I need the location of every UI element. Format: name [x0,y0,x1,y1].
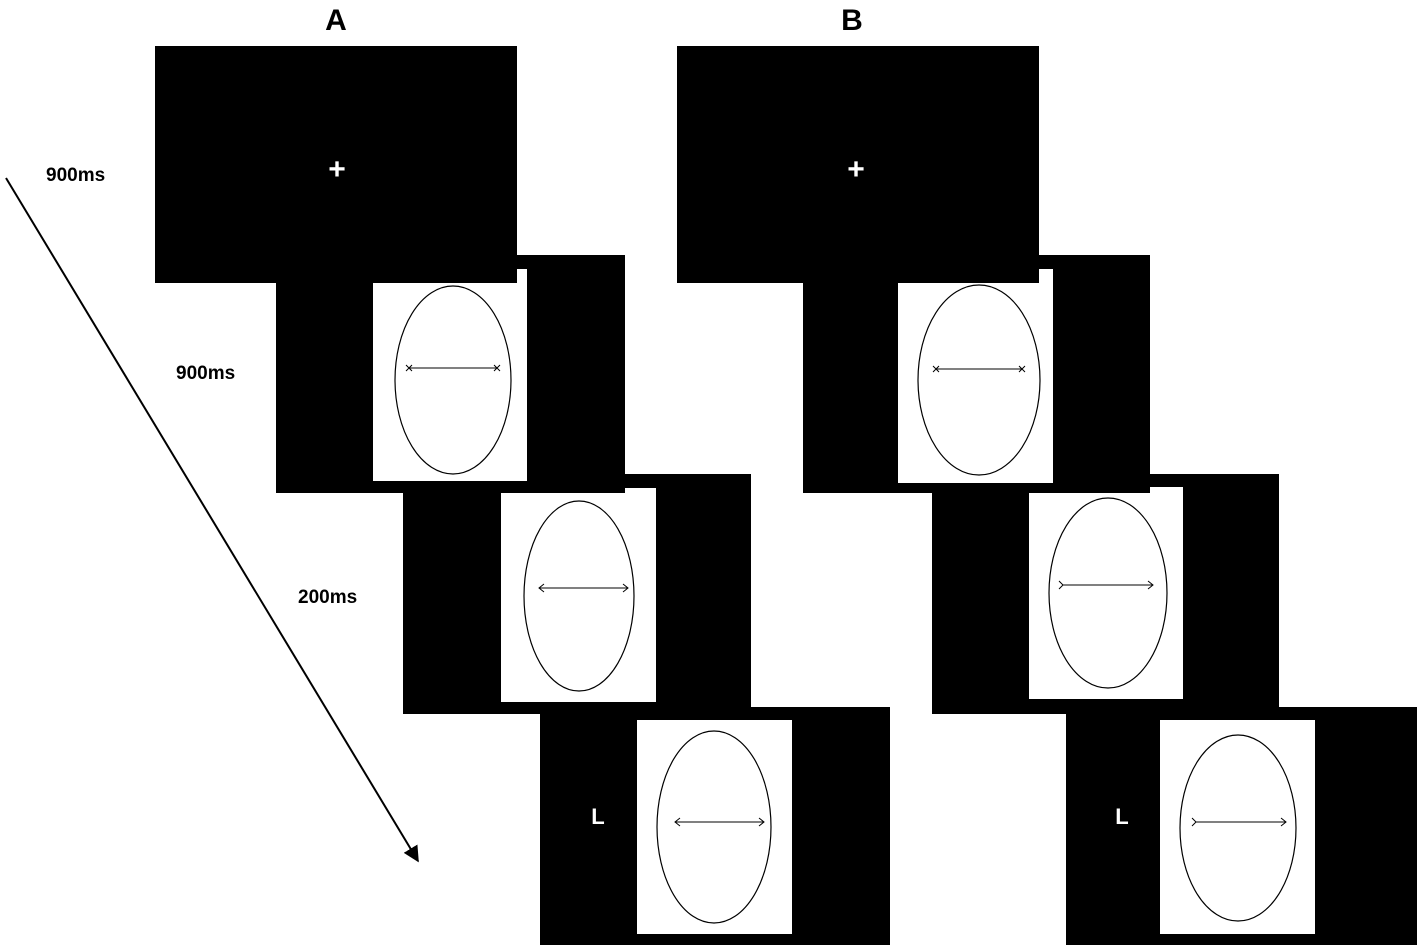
panel-b-response-letter: L [1115,804,1129,829]
panel-b-fixation-cross: + [847,153,865,186]
panel-a-stimulus [373,269,527,481]
timing-label-fixation: 900ms [46,165,106,186]
panel-b-stimulus [898,269,1053,483]
ellipse-line-stimulus [1048,497,1168,689]
time-arrow [5,177,419,863]
ellipse-line-stimulus [1179,734,1297,922]
ellipse-line-stimulus [917,284,1041,476]
panel-b-screen-fixation [677,46,1039,283]
panel-a-fixation-cross: + [328,153,346,186]
panel-label-a: A [325,4,347,37]
ellipse-line-stimulus [656,730,772,924]
panel-b-stimulus-mask [1029,487,1183,699]
panel-a-stimulus-response [637,720,792,934]
timing-label-stimulus: 900ms [176,363,236,384]
ellipse-line-stimulus [394,285,512,475]
timing-label-mask: 200ms [298,587,358,608]
panel-label-b: B [841,4,863,37]
panel-a-stimulus-mask [501,488,656,702]
ellipse-line-stimulus [523,500,635,692]
panel-a-response-letter: L [591,804,605,829]
panel-a-screen-fixation [155,46,517,283]
panel-b-stimulus-response [1160,720,1315,934]
